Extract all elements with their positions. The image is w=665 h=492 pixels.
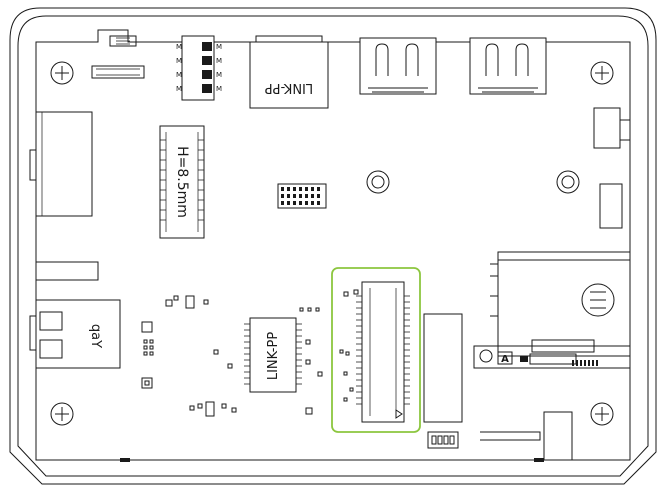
center-standoff xyxy=(366,170,390,194)
standoff-label: H=8.5mm xyxy=(174,146,190,218)
passives-cluster-middle xyxy=(189,307,323,417)
m2-slot-highlight xyxy=(331,267,421,433)
bottom-right-post xyxy=(543,411,573,460)
side-connector-left xyxy=(29,111,93,217)
transformer-label: LINK-PP xyxy=(266,332,281,380)
dip-mark-4-right: M xyxy=(216,85,222,93)
dip-mark-4: M xyxy=(176,85,182,93)
transformer-chip: LINK-PP xyxy=(244,317,302,393)
pcb-outline xyxy=(35,29,631,461)
dip-mark-2: M xyxy=(176,57,182,65)
right-edge-connector xyxy=(593,107,631,229)
hdmi-connector-1 xyxy=(359,37,437,95)
sd-card-holder xyxy=(490,251,631,357)
m2-slot-connector xyxy=(339,281,410,423)
dip-mark-1-right: M xyxy=(216,43,222,51)
gpio-header xyxy=(277,183,327,209)
right-standoff xyxy=(556,170,580,194)
wire-lead xyxy=(36,261,99,281)
usb-label: qaY xyxy=(88,324,103,348)
enclosure-outer-outline xyxy=(9,7,657,485)
dip-mark-3-right: M xyxy=(216,71,222,79)
ethernet-jack: LINK-PP xyxy=(249,35,329,109)
dip-mark-2-right: M xyxy=(216,57,222,65)
dip-mark-3: M xyxy=(176,71,182,79)
slot-marker-label: A xyxy=(501,354,509,365)
mounting-hole-bottom-right xyxy=(590,402,614,426)
small-connector-bottom xyxy=(427,431,459,449)
fpc-connector xyxy=(91,35,145,79)
standoff-module: H=8.5mm xyxy=(159,125,205,239)
card-bracket xyxy=(423,313,463,423)
ethernet-label: LINK-PP xyxy=(265,80,313,95)
dip-switch: M M M M M M M M xyxy=(176,35,222,101)
hdmi-connector-2 xyxy=(469,37,547,95)
dip-mark-1: M xyxy=(176,43,182,51)
passives-cluster-left xyxy=(141,295,233,389)
bottom-marks xyxy=(120,431,544,462)
mounting-hole-top-right xyxy=(590,61,614,85)
mounting-hole-bottom-left xyxy=(50,402,74,426)
mounting-hole-top-left xyxy=(50,61,74,85)
enclosure-inner-outline xyxy=(17,15,649,477)
usb-jack: qaY xyxy=(29,299,121,369)
slot-marker-a: A xyxy=(473,345,631,369)
